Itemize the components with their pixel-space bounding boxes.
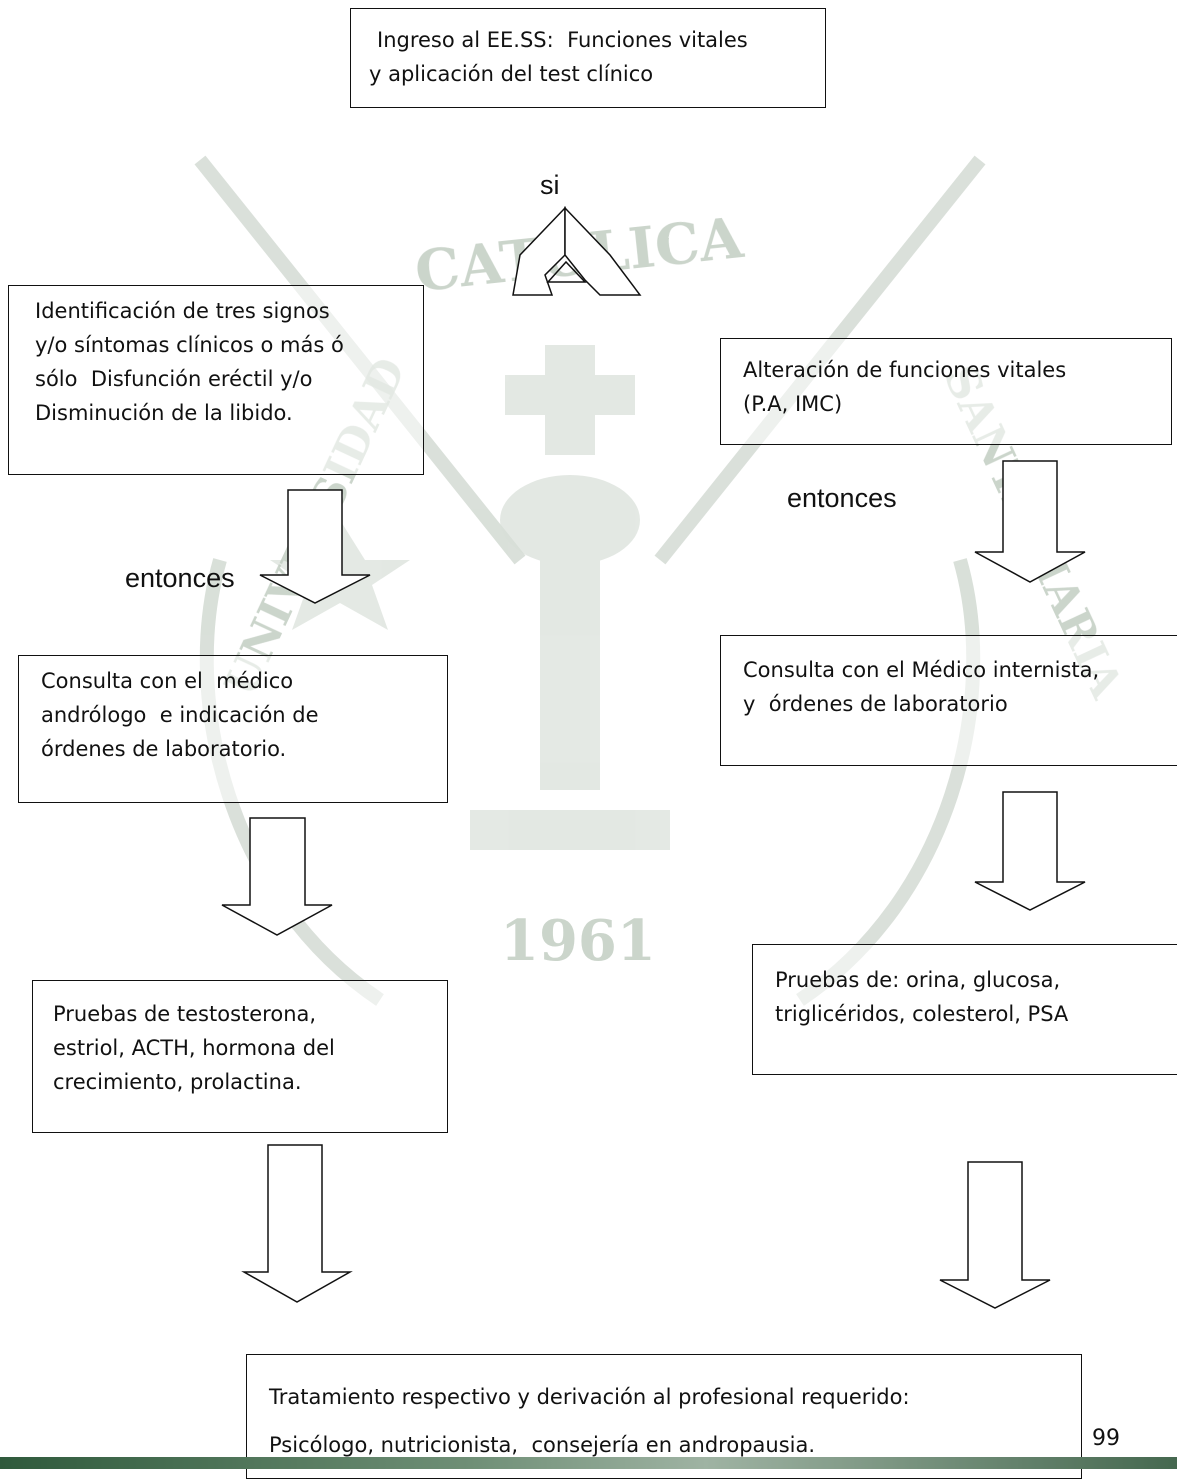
page-footer-bar [0,1457,1177,1469]
left-hormone-tests-line: Pruebas de testosterona, [53,1002,317,1026]
arrow-right-3 [939,1161,1051,1309]
right-internista-line: y órdenes de laboratorio [743,692,1008,716]
final-treatment-line: Tratamiento respectivo y derivación al p… [269,1385,910,1409]
right-vitals-line: Alteración de funciones vitales [743,358,1067,382]
right-connector-label: entonces [787,483,897,513]
left-andrologo-line: órdenes de laboratorio. [41,737,287,761]
arrow-left-3 [241,1144,353,1303]
right-internista-line: Consulta con el Médico internista, [743,658,1100,682]
branch-label-si: si [540,170,560,200]
left-hormone-tests-line: estriol, ACTH, hormona del [53,1036,335,1060]
seal-year: 1961 [500,908,656,974]
left-hormone-tests-box: Pruebas de testosterona, estriol, ACTH, … [32,980,448,1133]
left-signs-line: Identificación de tres signos [35,299,330,323]
right-vitals-line: (P.A, IMC) [743,392,843,416]
left-signs-line: Disminución de la libido. [35,401,293,425]
start-box-line: y aplicación del test clínico [369,62,654,86]
right-lab-tests-line: Pruebas de: orina, glucosa, [775,968,1061,992]
right-lab-tests-line: triglicéridos, colesterol, PSA [775,1002,1069,1026]
left-andrologo-line: Consulta con el médico [41,669,294,693]
arrow-left-1 [259,489,371,604]
arrow-left-2 [221,817,333,936]
final-treatment-line: Psicólogo, nutricionista, consejería en … [269,1433,816,1457]
left-andrologo-line: andrólogo e indicación de [41,703,319,727]
arrow-right-2 [974,791,1086,911]
right-internista-box: Consulta con el Médico internista, y órd… [720,635,1177,766]
branch-arrow-inner [546,260,587,283]
left-signs-box: Identificación de tres signos y/o síntom… [8,285,424,475]
arrow-right-1 [974,460,1086,583]
right-lab-tests-box: Pruebas de: orina, glucosa, triglicérido… [752,944,1177,1075]
left-signs-line: y/o síntomas clínicos o más ó [35,333,344,357]
left-signs-line: sólo Disfunción eréctil y/o [35,367,313,391]
branch-arrow-right [564,206,642,296]
left-andrologo-box: Consulta con el médico andrólogo e indic… [18,655,448,803]
right-vitals-box: Alteración de funciones vitales (P.A, IM… [720,338,1172,445]
start-box: Ingreso al EE.SS: Funciones vitales y ap… [350,8,826,108]
left-hormone-tests-line: crecimiento, prolactina. [53,1070,302,1094]
left-connector-label: entonces [125,563,235,593]
start-box-line: Ingreso al EE.SS: Funciones vitales [377,28,748,52]
page-number: 99 [1090,1426,1122,1451]
